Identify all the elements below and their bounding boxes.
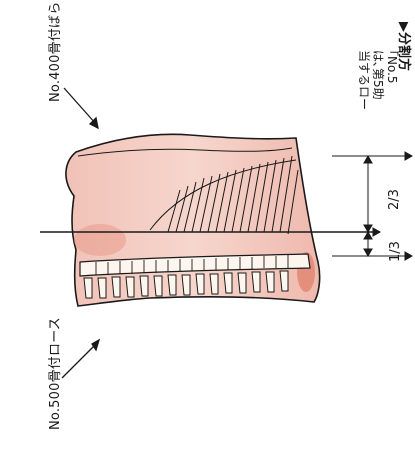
label-bone-in-loin: No.500骨付ロース: [44, 317, 63, 430]
dimension-upper-label: 2/3: [387, 189, 402, 210]
dimension-lower-label: 1/3: [388, 241, 403, 262]
red-meat-area: [74, 224, 126, 256]
label-bone-in-belly: No.400骨付ばら: [44, 2, 63, 102]
note-line-3: 当するロー: [356, 50, 373, 110]
pork-cut-illustration: [66, 134, 320, 306]
